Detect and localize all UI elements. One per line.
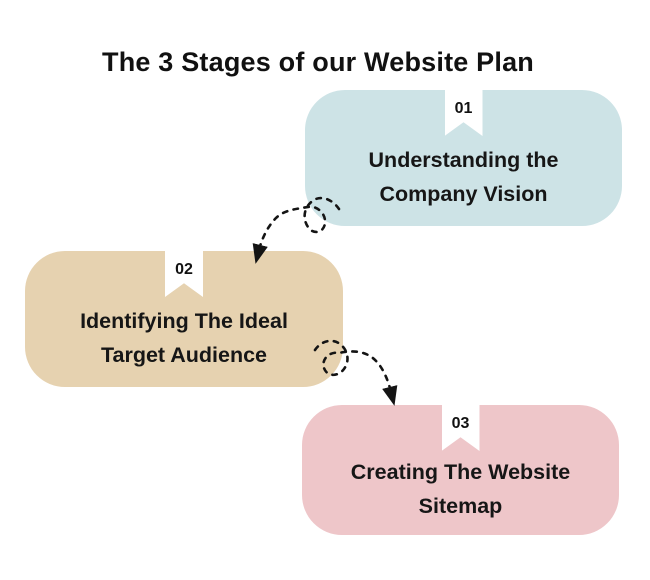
stage-label: Understanding the Company Vision [369,143,559,211]
stage-number: 03 [451,415,470,432]
stage-label-line: Creating The Website [350,460,571,484]
stage-label-line: Identifying The Ideal [80,309,288,333]
bookmark-ribbon-icon: 01 [444,90,483,136]
stage-card-2: 02 Identifying The Ideal Target Audience [25,251,343,387]
bookmark-ribbon-icon: 03 [441,405,480,451]
page-title: The 3 Stages of our Website Plan [102,47,534,78]
stage-card-3: 03 Creating The Website Sitemap [302,405,619,535]
stage-label: Identifying The Ideal Target Audience [80,304,288,372]
bookmark-ribbon-icon: 02 [165,251,203,297]
stage-number: 02 [175,261,193,278]
stage-number: 01 [454,100,473,117]
stage-label-line: Understanding the [368,148,559,172]
stage-card-1: 01 Understanding the Company Vision [305,90,622,226]
stage-label-line: Company Vision [379,182,548,206]
stage-label-line: Target Audience [100,343,268,367]
stage-label-line: Sitemap [418,494,503,518]
stage-label: Creating The Website Sitemap [351,455,570,523]
